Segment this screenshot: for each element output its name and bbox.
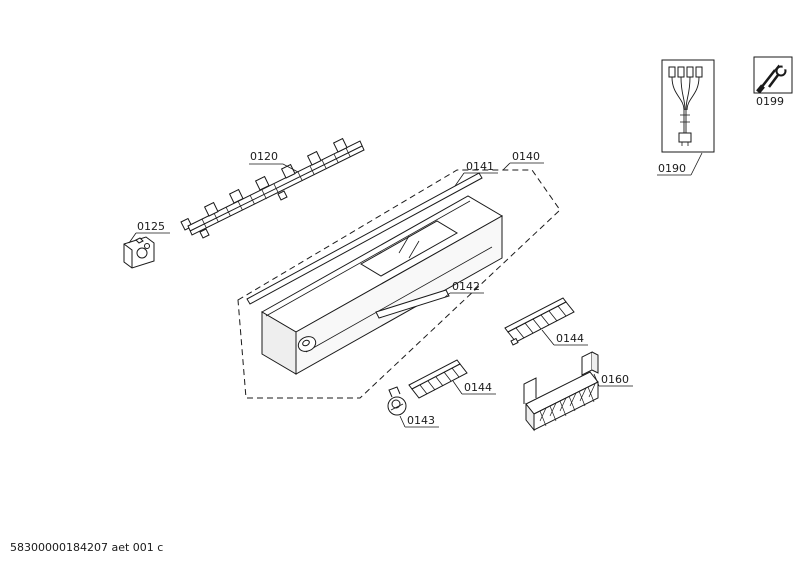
bracket-right-ear-side xyxy=(591,351,599,374)
leader-line-0142 xyxy=(444,292,484,298)
rail-tick-marks xyxy=(201,147,351,229)
button-strip-body xyxy=(507,301,575,343)
rail-feet xyxy=(199,190,288,239)
part-label-0160: 0160 xyxy=(601,373,629,386)
part-label-0141: 0141 xyxy=(466,160,494,173)
part-0120-rail: 0120 xyxy=(180,137,365,239)
assembly-dashed-outline xyxy=(237,169,561,399)
part-label-0125: 0125 xyxy=(137,220,165,233)
leader-line-0141 xyxy=(454,172,498,187)
leader-line-0140 xyxy=(502,162,544,171)
part-label-0142: 0142 xyxy=(452,280,480,293)
leader-line-0143 xyxy=(399,415,439,428)
display-reflection-lines xyxy=(398,235,420,259)
part-label-0120: 0120 xyxy=(250,150,278,163)
part-0125-bracket: 0125 xyxy=(123,220,170,269)
leader-line-0144-middle xyxy=(452,380,496,395)
knob-slot xyxy=(390,403,404,411)
document-id: 58300000184207 aet 001 c xyxy=(10,541,163,554)
bracket-fold xyxy=(123,243,133,268)
bracket-hole-small xyxy=(144,243,150,249)
screwdriver-handle xyxy=(756,84,765,94)
part-label-0199: 0199 xyxy=(756,95,784,108)
bracket-right-ear xyxy=(581,351,593,376)
leader-line-0160 xyxy=(593,373,633,387)
harness-bottom-pins xyxy=(681,142,689,146)
bracket-left-ear xyxy=(523,377,537,404)
part-label-0190: 0190 xyxy=(658,162,686,175)
rail-tabs xyxy=(203,137,348,217)
part-0190-cable-harness: 0190 xyxy=(657,59,715,176)
leader-line-0125 xyxy=(128,232,170,244)
bracket-hole-large xyxy=(136,247,148,259)
part-label-0144-middle: 0144 xyxy=(464,381,492,394)
screwdriver-shaft xyxy=(760,69,776,89)
part-0160-support-bracket: 0160 xyxy=(523,351,633,432)
wrench-head xyxy=(775,65,787,77)
part-label-0143: 0143 xyxy=(407,414,435,427)
knob-inner xyxy=(391,399,401,409)
harness-ties xyxy=(680,114,690,123)
panel-front-groove xyxy=(305,246,493,353)
harness-bottom-connector xyxy=(678,132,692,143)
wrench-jaw-gap xyxy=(782,64,788,70)
harness-bundle xyxy=(683,110,687,133)
part-0144-button-strip-middle: 0144 xyxy=(408,359,496,399)
panel-knob xyxy=(297,336,317,352)
part-0199-tools-symbol: 0199 xyxy=(753,56,793,108)
panel-top-edge-line xyxy=(265,200,471,317)
button-dividers xyxy=(515,305,567,339)
button-strip-foot xyxy=(510,337,519,346)
panel-display-window xyxy=(360,220,458,277)
bracket-hatch-b xyxy=(539,383,596,422)
knob-stem xyxy=(388,386,401,398)
part-label-0144-right: 0144 xyxy=(556,332,584,345)
part-0144-button-strip-right: 0144 xyxy=(504,297,588,346)
part-label-0140: 0140 xyxy=(512,150,540,163)
leader-line-0144-right xyxy=(541,329,588,346)
part-0140-control-panel: 0140 xyxy=(260,150,544,375)
wrench-handle xyxy=(768,74,779,88)
trim-strip-body xyxy=(246,172,483,305)
part-0143-knob: 0143 xyxy=(387,386,439,428)
leader-line-0190 xyxy=(657,152,703,176)
panel-left-face xyxy=(261,311,297,375)
part-0141-trim-strip: 0141 xyxy=(246,160,498,305)
harness-wires xyxy=(671,76,700,111)
panel-knob-center xyxy=(302,339,310,347)
bracket-tab xyxy=(135,237,144,244)
tools-icon xyxy=(756,64,788,94)
insert-strip-body xyxy=(375,289,450,319)
leader-line-0120 xyxy=(249,163,299,173)
bracket-web-left xyxy=(525,402,535,432)
bracket-hatch-a xyxy=(539,386,595,427)
button-dividers xyxy=(419,367,460,395)
part-0142-insert-strip: 0142 xyxy=(375,280,484,319)
